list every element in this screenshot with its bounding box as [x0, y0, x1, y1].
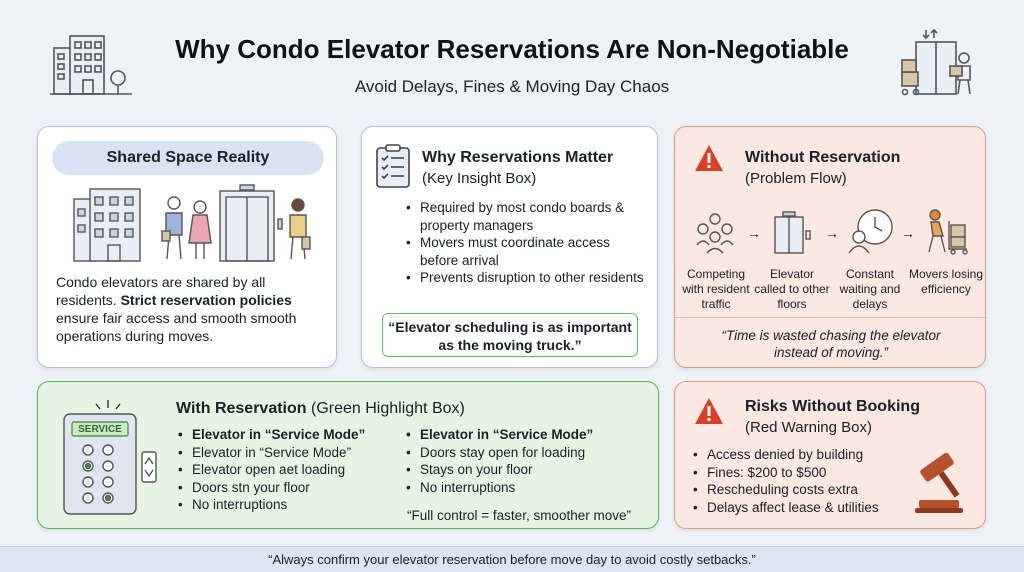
list-item: Elevator in “Service Mode”	[178, 444, 408, 462]
list-item: Elevator in “Service Mode”	[406, 426, 646, 444]
footer-banner: “Always confirm your elevator reservatio…	[0, 546, 1024, 572]
list-item: No interruptions	[178, 496, 408, 514]
list-item: Delays affect lease & utilities	[693, 499, 913, 517]
list-item: Access denied by building	[693, 446, 913, 464]
list-item: Elevator open aet loading	[178, 461, 408, 479]
shared-space-text-post: ensure fair access and smooth smooth ope…	[56, 310, 297, 344]
warning-icon	[693, 143, 725, 173]
list-item: Elevator in “Service Mode”	[178, 426, 408, 444]
risks-title: Risks Without Booking	[745, 398, 920, 415]
arrow-right-icon: →	[901, 225, 915, 241]
service-panel-icon	[62, 398, 160, 516]
list-item: Movers must coordinate access before arr…	[406, 234, 646, 269]
risks-card: Risks Without Booking (Red Warning Box) …	[674, 381, 986, 529]
flow-step-label: Elevator called to other floors	[754, 267, 830, 311]
divider	[675, 317, 987, 318]
with-reservation-list-left: Elevator in “Service Mode” Elevator in “…	[178, 426, 408, 514]
why-reservations-subtitle: (Key Insight Box)	[422, 170, 537, 187]
list-item: Fines: $200 to $500	[693, 464, 913, 482]
gavel-icon	[913, 444, 975, 514]
with-reservation-list-right: Elevator in “Service Mode” Doors stay op…	[406, 426, 646, 496]
clock-waiting-icon	[847, 207, 895, 255]
without-reservation-quote: “Time is wasted chasing the elevator ins…	[721, 328, 941, 360]
without-reservation-card: Without Reservation (Problem Flow) → → →…	[674, 126, 987, 368]
shared-space-description: Condo elevators are shared by all reside…	[56, 273, 324, 345]
with-reservation-title: With Reservation	[176, 400, 307, 417]
why-reservations-title: Why Reservations Matter	[422, 149, 614, 166]
list-item: Doors stay open for loading	[406, 444, 646, 462]
flow-step-label: Constant waiting and delays	[839, 267, 901, 311]
list-item: Required by most condo boards & property…	[406, 199, 646, 234]
why-reservations-card: Why Reservations Matter (Key Insight Box…	[361, 126, 658, 368]
shared-space-text-bold: Strict reservation policies	[120, 292, 292, 308]
warning-icon	[693, 396, 725, 426]
without-reservation-title: Without Reservation	[745, 149, 901, 166]
with-reservation-subtitle: (Green Highlight Box)	[311, 400, 465, 417]
building-icon	[48, 32, 134, 96]
with-reservation-card: SERVICE With Reservation (Green Highligh…	[37, 381, 659, 529]
shared-space-title: Shared Space Reality	[52, 141, 324, 175]
without-reservation-subtitle: (Problem Flow)	[745, 170, 847, 187]
shared-space-text-pre: Condo elevators are shared by all reside…	[56, 274, 266, 308]
why-reservations-quote: “Elevator scheduling is as important as …	[382, 313, 638, 357]
mover-dolly-icon	[921, 207, 973, 255]
with-reservation-quote: “Full control = faster, smoother move”	[407, 508, 631, 523]
arrow-right-icon: →	[747, 225, 761, 241]
page-subtitle: Avoid Delays, Fines & Moving Day Chaos	[354, 77, 670, 96]
shared-space-card: Shared Space Reality Condo elevators are…	[37, 126, 337, 368]
list-item: Stays on your floor	[406, 461, 646, 479]
crowd-icon	[693, 211, 737, 255]
why-reservations-list: Required by most condo boards & property…	[406, 199, 646, 287]
risks-subtitle: (Red Warning Box)	[745, 419, 872, 436]
elevator-mover-icon	[896, 26, 980, 98]
people-elevator-illustration	[70, 183, 320, 265]
with-reservation-heading: With Reservation (Green Highlight Box)	[176, 400, 465, 418]
checklist-icon	[374, 143, 412, 189]
flow-step-label: Competing with resident traffic	[682, 267, 750, 311]
list-item: Doors stn your floor	[178, 479, 408, 497]
list-item: Rescheduling costs extra	[693, 481, 913, 499]
list-item: Prevents disruption to other residents	[406, 269, 646, 287]
elevator-icon	[771, 211, 813, 255]
list-item: No interruptions	[406, 479, 646, 497]
flow-step-label: Movers losing efficiency	[908, 267, 984, 296]
service-label: SERVICE	[78, 424, 122, 435]
page-title: Why Condo Elevator Reservations Are Non-…	[175, 34, 849, 64]
risks-list: Access denied by building Fines: $200 to…	[693, 446, 913, 516]
arrow-right-icon: →	[825, 225, 839, 241]
